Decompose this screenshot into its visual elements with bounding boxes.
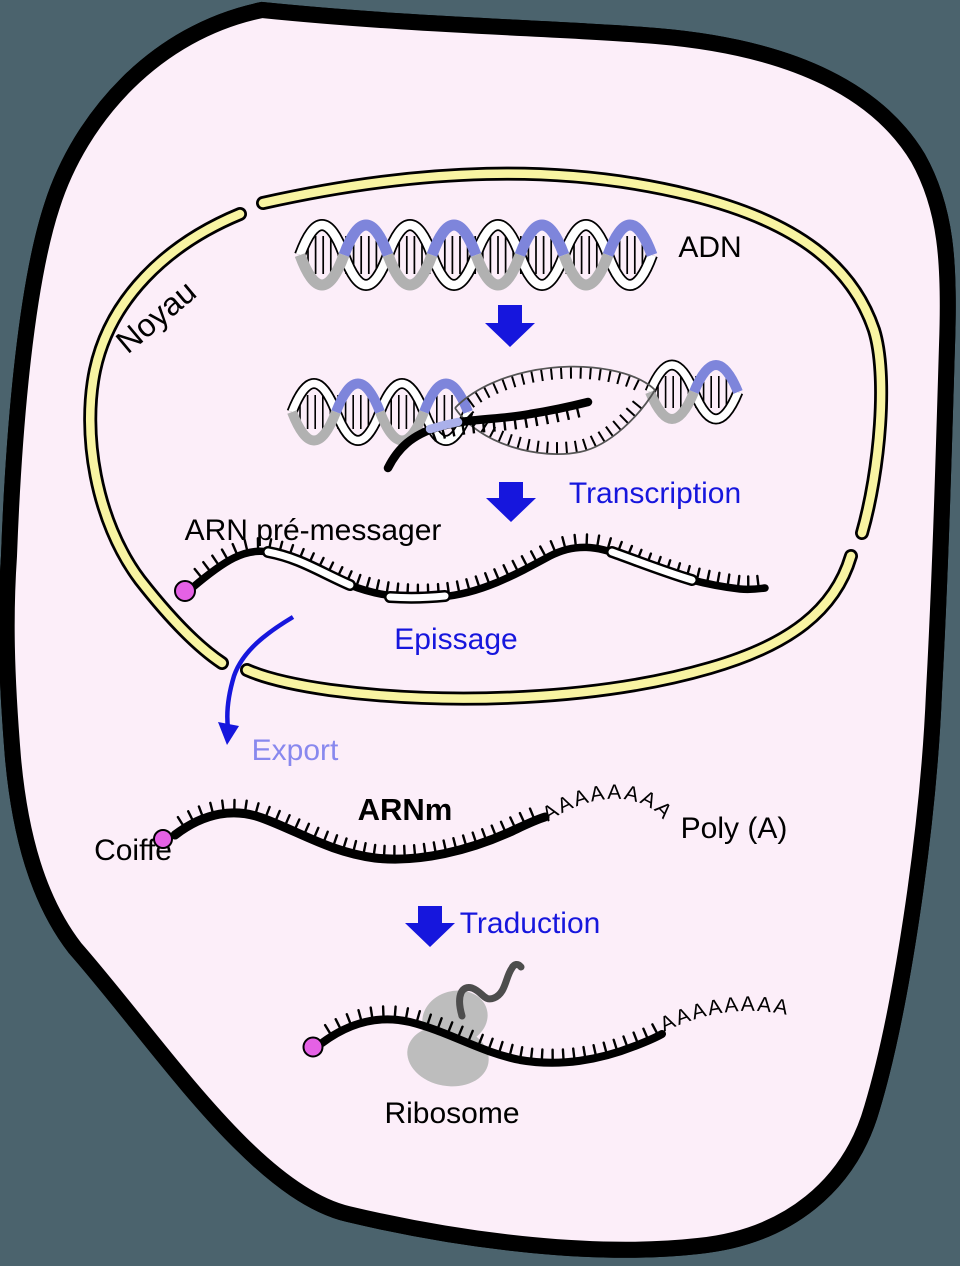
- dna-strand-blue-arch: [338, 219, 394, 257]
- tick-marks: [466, 366, 641, 408]
- bubble-left-blue-arch: [419, 378, 473, 414]
- down-arrow-3: [405, 906, 455, 947]
- mrna-label: ARNm: [358, 792, 453, 827]
- envelope-left-band: [85, 209, 245, 668]
- dna-strand-blue-arch: [426, 219, 482, 257]
- nascent-protein: [456, 961, 525, 1020]
- dna-strand-gray-arch: [558, 253, 614, 291]
- dna-strand-gray-arch: [294, 253, 350, 291]
- export-arrow-head: [218, 722, 239, 745]
- bubble-right-blue-arch: [689, 360, 743, 394]
- tick-marks: [323, 1005, 660, 1064]
- bubble-bottom-arc: [454, 389, 656, 455]
- transcription-label: Transcription: [569, 477, 741, 510]
- bubble-left-gray-arch: [287, 410, 341, 446]
- pre-mrna-cap: [174, 580, 196, 602]
- translated-mrna-cap: [302, 1036, 324, 1058]
- dna-label: ADN: [678, 231, 741, 264]
- nascent-rna-pale-segment: [425, 417, 463, 434]
- translated-mrna-group: [302, 961, 666, 1067]
- dna-strand-gray-arch: [470, 253, 526, 291]
- mrna-cap: [153, 829, 173, 849]
- nascent-rna-strand: [383, 397, 593, 473]
- splicing-label: Epissage: [394, 623, 517, 656]
- dna-helix: [294, 219, 658, 291]
- down-arrow-1: [485, 305, 535, 347]
- intron-white: [264, 548, 354, 589]
- bubble-left-gray-arch: [375, 410, 429, 446]
- tick-marks: [430, 404, 581, 442]
- transcription-bubble-group: [286, 359, 744, 473]
- pre-mrna-label: ARN pré-messager: [185, 514, 442, 547]
- envelope-bottom-band: [242, 551, 856, 703]
- intron-white: [386, 592, 449, 602]
- cell-membrane: [0, 1, 948, 1250]
- down-arrow-2: [486, 482, 536, 522]
- envelope-top-right-band: [258, 169, 886, 538]
- translation-label: Traduction: [460, 907, 601, 940]
- pre-mrna-group: [174, 533, 769, 604]
- dna-strand-blue-arch: [514, 219, 570, 257]
- ribosome-label: Ribosome: [384, 1097, 519, 1130]
- dna-strand-blue-arch: [602, 219, 658, 257]
- dna-strand-gray-arch: [382, 253, 438, 291]
- nuclear-envelope: [83, 166, 889, 706]
- export-arrow: [218, 615, 295, 745]
- export-label: Export: [252, 734, 339, 767]
- translated-mrna-strand: [318, 1015, 666, 1067]
- mrna-strand: [170, 808, 550, 864]
- pre-mrna-introns: [262, 546, 698, 604]
- intron-white: [608, 548, 696, 584]
- bubble-left-blue-arch: [331, 378, 385, 414]
- poly-a-label: Poly (A): [681, 812, 788, 845]
- bubble-right-gray-arch: [645, 390, 699, 424]
- mrna-group: [153, 798, 550, 864]
- export-arrow-curve: [225, 615, 295, 729]
- tick-marks: [176, 798, 537, 861]
- bubble-top-arc: [454, 365, 656, 409]
